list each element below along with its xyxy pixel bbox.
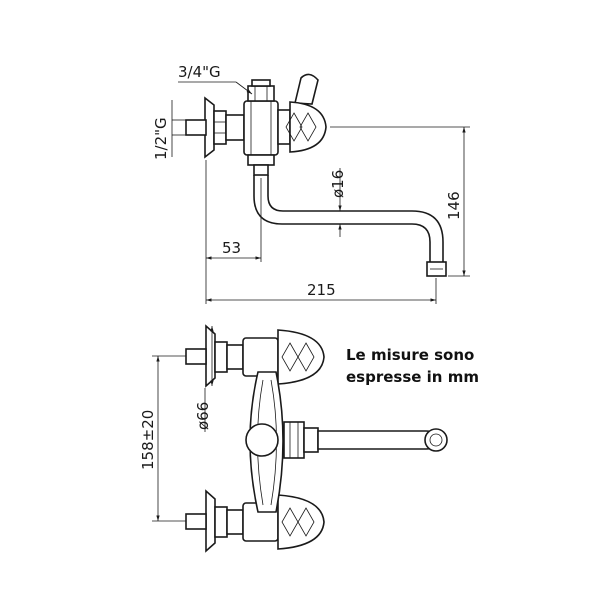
eccentric-connector	[225, 114, 245, 141]
wall-thread-label: 1/2"G	[152, 117, 170, 160]
diverter-knob	[245, 423, 279, 457]
upper-handle	[277, 329, 325, 385]
lower-body	[247, 154, 275, 166]
lower-wall-flange	[205, 489, 216, 553]
note-line-1: Le misure sono	[346, 346, 475, 364]
front-view	[185, 324, 448, 553]
measurement-note: Le misure sono espresse in mm	[346, 344, 479, 388]
connector-nut	[213, 110, 227, 145]
lower-wall-pipe	[185, 513, 207, 530]
valve-body	[243, 100, 279, 156]
aerator-top	[424, 428, 448, 452]
wall-pipe-stub	[185, 119, 207, 136]
front-view-dimensions: ø66 158±20	[139, 326, 214, 522]
inlet-thread-label: 3/4"G	[178, 63, 221, 81]
spout-connector	[283, 421, 305, 459]
upper-wall-flange	[205, 324, 216, 388]
side-view	[185, 73, 447, 277]
upper-wall-pipe	[185, 348, 207, 365]
centers-dimension: 158±20	[139, 410, 157, 470]
flange-diameter-label: ø66	[194, 402, 212, 430]
reach-dimension: 215	[307, 281, 336, 299]
side-view-dimensions: 3/4"G 1/2"G ø16 146 53 215	[152, 63, 470, 304]
bonnet	[277, 109, 291, 145]
spout-outer	[253, 175, 431, 262]
spout-inner	[267, 175, 444, 262]
wall-flange-side	[204, 96, 215, 159]
spout-top-view	[317, 430, 437, 450]
note-line-2: espresse in mm	[346, 368, 479, 386]
diverter-lever	[293, 73, 319, 105]
handle-side	[289, 101, 327, 153]
spout-diameter-label: ø16	[329, 170, 347, 198]
lower-handle	[277, 494, 325, 550]
offset-dimension: 53	[222, 239, 241, 257]
height-dimension: 146	[445, 191, 463, 220]
upper-valve-body	[242, 337, 279, 377]
